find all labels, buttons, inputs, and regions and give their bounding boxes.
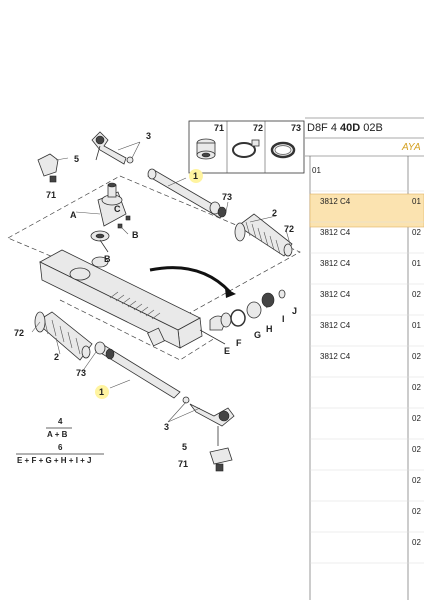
callout-f: F — [236, 338, 242, 348]
highlighted-row — [309, 193, 424, 228]
table-row: 3812 C4 02 — [310, 290, 424, 316]
bushing-icon — [196, 138, 216, 160]
table-cell-col2: 3812 C4 — [320, 259, 351, 268]
callout-71-bottom: 71 — [178, 459, 188, 469]
clip-ring-icon — [270, 141, 296, 159]
callout-b-upper: B — [132, 230, 139, 240]
table-cell-col3: 01 — [412, 197, 421, 206]
thumb-label-73: 73 — [291, 123, 301, 133]
leader-lines — [31, 141, 291, 423]
callout-73-left: 73 — [76, 368, 86, 378]
callout-71-top: 71 — [46, 190, 56, 200]
lower-mounting-bracket — [209, 447, 233, 472]
lower-bellows — [34, 311, 93, 361]
callout-i: I — [282, 314, 285, 324]
table-row: 3812 C4 01 — [310, 197, 424, 223]
table-row: 3812 C4 02 — [310, 352, 424, 378]
formula-4-expression: A + B — [47, 430, 68, 439]
reference-code: D8F 4 40D 02B — [307, 122, 383, 134]
callout-a: A — [70, 210, 77, 220]
callout-1-top: 1 — [193, 171, 198, 181]
lower-tie-rod-end — [182, 396, 235, 446]
rack-bellows-texture — [109, 291, 161, 320]
upper-mounting-bracket — [37, 153, 59, 183]
callout-72-left: 72 — [14, 328, 24, 338]
formula-4-number: 4 — [58, 417, 63, 426]
table-cell-col3: 02 — [412, 383, 421, 392]
thumb-label-72: 72 — [253, 123, 263, 133]
callout-5-bottom: 5 — [182, 442, 187, 452]
callout-c: C — [114, 204, 121, 214]
upper-bellows — [234, 213, 293, 257]
table-cell-col3: 02 — [412, 476, 421, 485]
callout-72-right: 72 — [284, 224, 294, 234]
table-cell-col3: 02 — [412, 352, 421, 361]
table-cell-col2: 3812 C4 — [320, 352, 351, 361]
lower-inner-tie-rod — [94, 341, 181, 399]
clamp-icon — [232, 139, 260, 158]
thumbnail-panel: 71 72 73 — [188, 120, 305, 174]
upper-tie-rod-end — [91, 131, 134, 165]
repair-kit-parts — [149, 266, 286, 331]
table-cell-col3: 02 — [412, 507, 421, 516]
kit-formulas: 4 A + B 6 E + F + G + H + I + J — [16, 417, 104, 465]
callout-2-top: 2 — [272, 208, 277, 218]
formula-6-number: 6 — [58, 443, 63, 452]
callout-3-bottom: 3 — [164, 422, 169, 432]
table-cell-col2: 3812 C4 — [320, 321, 351, 330]
table-cell-col3: 01 — [412, 321, 421, 330]
table-row: 02 — [310, 507, 424, 533]
column-heading: AYA — [401, 142, 421, 153]
callout-3-top: 3 — [146, 131, 151, 141]
table-cell-col2: 3812 C4 — [320, 228, 351, 237]
table-row: 02 — [310, 476, 424, 502]
reference-header: D8F 4 40D 02B AYA — [305, 117, 424, 153]
callout-g: G — [254, 330, 261, 340]
table-row: 02 — [310, 445, 424, 471]
callout-e: E — [224, 346, 230, 356]
upper-inner-tie-rod — [147, 168, 227, 219]
thumb-label-71: 71 — [214, 123, 224, 133]
table-cell-col3: 02 — [412, 445, 421, 454]
table-row: 3812 C4 02 — [310, 228, 424, 254]
table-cell-col3: 01 — [412, 259, 421, 268]
table-cell-col3: 02 — [412, 414, 421, 423]
callout-b-lower: B — [104, 254, 111, 264]
table-row: 3812 C4 01 — [310, 321, 424, 347]
callout-h: H — [266, 324, 273, 334]
table-cell-col2: 3812 C4 — [320, 290, 351, 299]
table-cell-col1: 01 — [312, 166, 321, 175]
callout-5-top: 5 — [74, 154, 79, 164]
callout-j: J — [292, 306, 297, 316]
table-row: 01 — [310, 166, 424, 192]
table-row: 02 — [310, 538, 424, 564]
table-row: 3812 C4 01 — [310, 259, 424, 285]
formula-6-expression: E + F + G + H + I + J — [17, 456, 91, 465]
table-cell-col3: 02 — [412, 290, 421, 299]
table-cell-col2: 3812 C4 — [320, 197, 351, 206]
callout-2-bottom: 2 — [54, 352, 59, 362]
callout-73-right: 73 — [222, 192, 232, 202]
table-row: 02 — [310, 414, 424, 440]
callout-labels: 3 5 71 A B B C 73 2 72 1 72 2 73 1 3 5 7… — [14, 131, 297, 469]
callout-1-bottom: 1 — [99, 387, 104, 397]
table-cell-col3: 02 — [412, 538, 421, 547]
table-cell-col3: 02 — [412, 228, 421, 237]
pinion-valve — [90, 182, 127, 253]
rack-housing — [39, 249, 226, 349]
table-row: 02 — [310, 383, 424, 409]
